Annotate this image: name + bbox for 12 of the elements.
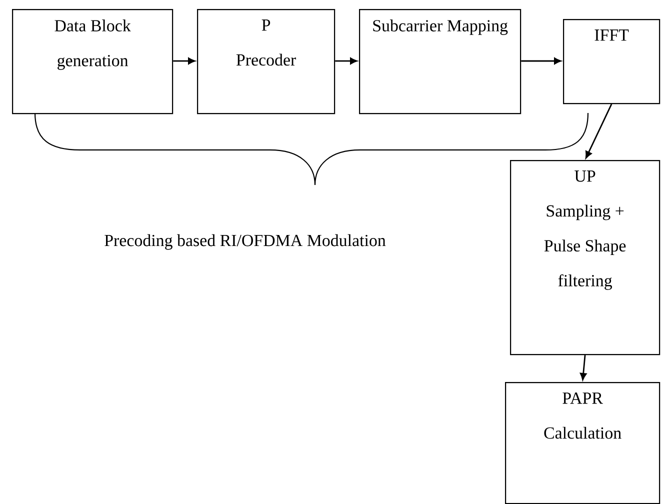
process-box: Subcarrier Mapping (359, 8, 522, 114)
process-box: P Precoder (197, 8, 336, 114)
process-box: PAPR Calculation (505, 382, 660, 504)
process-box: IFFT (563, 19, 660, 104)
arrow (335, 58, 358, 64)
process-box: UP Sampling + Pulse Shape filtering (510, 160, 660, 356)
arrow (585, 104, 612, 158)
arrow (521, 58, 562, 64)
arrow (173, 58, 196, 64)
process-box: Data Block generation (12, 8, 174, 114)
arrow (580, 355, 587, 380)
brace-label: Precoding based RI/OFDMA Modulation (104, 234, 386, 250)
